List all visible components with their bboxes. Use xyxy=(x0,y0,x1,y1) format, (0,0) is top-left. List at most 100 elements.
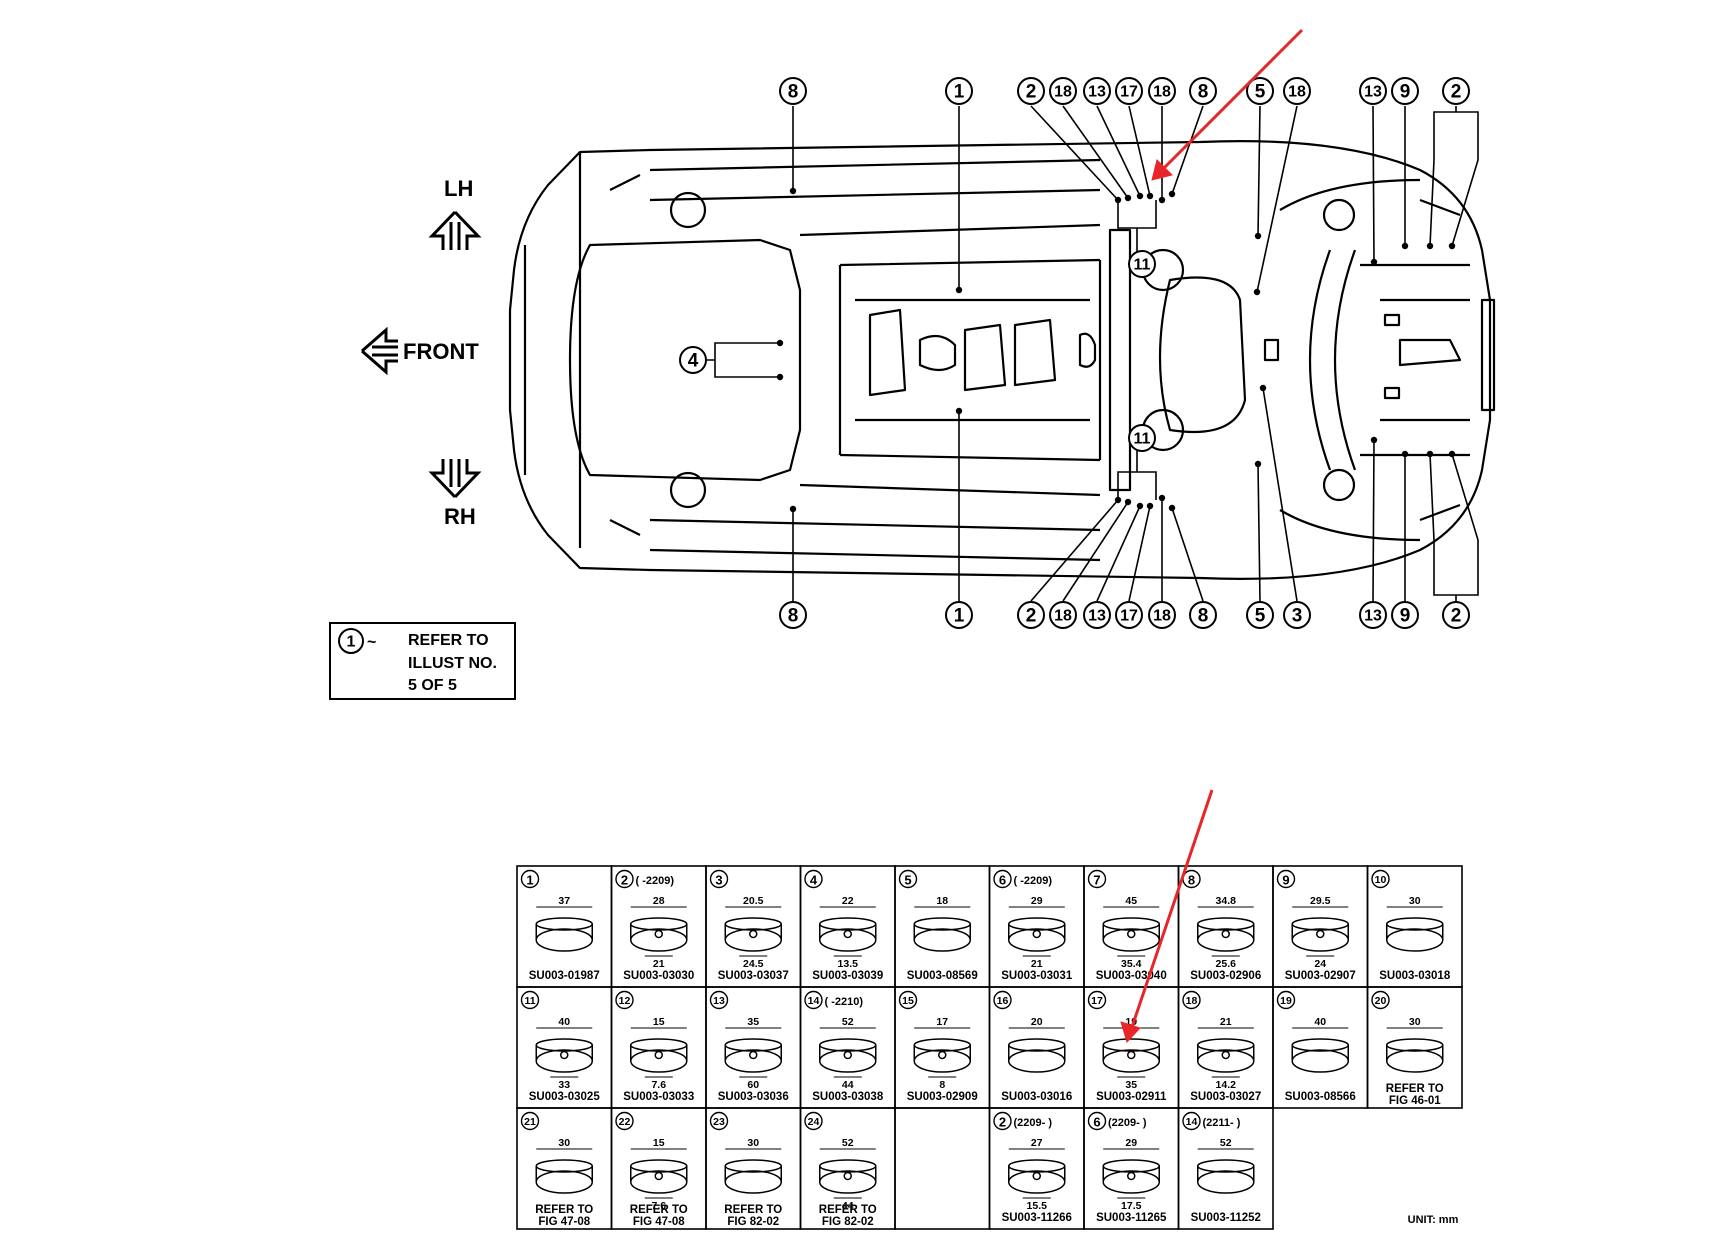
cell-number-circle xyxy=(1371,990,1390,1010)
top-callout: 18 xyxy=(1283,77,1311,105)
grommet-drawing xyxy=(1102,906,1160,952)
callout-circle xyxy=(1246,601,1274,629)
bottom-callout: 3 xyxy=(1283,601,1311,629)
cell-number-circle xyxy=(709,1111,729,1131)
cell-number: 19 xyxy=(1280,995,1292,1007)
orientation-indicators xyxy=(361,210,482,499)
top-red-arrow-icon xyxy=(1151,28,1304,181)
red-annotation-arrows xyxy=(1120,28,1304,1043)
dimension-label: 35 xyxy=(747,1016,759,1028)
bottom-callout-number: 8 xyxy=(1198,606,1209,627)
part-number: REFER TO xyxy=(535,1204,593,1216)
callout-circle xyxy=(1442,77,1470,105)
top-callout: 18 xyxy=(1049,77,1077,105)
cell-number: 4 xyxy=(810,873,818,888)
cell-number-circle xyxy=(520,990,540,1010)
part-number: FIG 47-08 xyxy=(633,1216,685,1228)
callout-circle xyxy=(1083,601,1111,629)
cell-number-circle xyxy=(1182,1111,1201,1131)
dimension-label: 15.5 xyxy=(1027,1200,1048,1212)
callout-leaders xyxy=(707,105,1479,602)
part-number: SU003-03039 xyxy=(812,970,883,982)
bottom-callout-number: 9 xyxy=(1400,606,1411,627)
cell-number: 23 xyxy=(713,1116,725,1128)
part-number: FIG 82-02 xyxy=(727,1216,779,1228)
cell-number-circle xyxy=(898,990,918,1010)
dimension-label: 37 xyxy=(558,895,570,907)
part-number: REFER TO xyxy=(1386,1083,1444,1095)
bottom-callout: 13 xyxy=(1359,601,1387,629)
grommet-drawing xyxy=(1008,1148,1066,1194)
cell-number-circle xyxy=(804,1111,823,1131)
callout-circle xyxy=(1115,77,1143,105)
top-callout-number: 18 xyxy=(1288,84,1306,101)
bottom-callout-number: 8 xyxy=(788,606,799,627)
cell-number-circle xyxy=(1276,990,1296,1010)
top-callout: 8 xyxy=(1189,77,1217,105)
bottom-callout: 9 xyxy=(1391,601,1419,629)
grommet-drawing xyxy=(1291,1027,1349,1073)
top-callout: 1 xyxy=(945,77,973,105)
dimension-label: 21 xyxy=(653,958,665,970)
callout-circle xyxy=(945,77,973,105)
cell-number-circle xyxy=(804,869,823,889)
cell-date-range: (2209- ) xyxy=(1108,1117,1147,1129)
callout-circle xyxy=(1359,77,1387,105)
callout-circle xyxy=(1283,601,1311,629)
cell-number: 11 xyxy=(524,995,535,1007)
bottom-callout-number: 18 xyxy=(1153,608,1171,625)
dimension-label: 33 xyxy=(558,1079,570,1091)
dimension-label: 27 xyxy=(1031,1137,1043,1149)
callout-11-top-label: 11 xyxy=(1134,257,1151,274)
lh-arrow-icon xyxy=(428,210,482,250)
dimension-label: 60 xyxy=(747,1079,759,1091)
part-number: SU003-03030 xyxy=(623,970,694,982)
callout-points xyxy=(776,187,1456,513)
dimension-label: 15 xyxy=(653,1137,665,1149)
dimension-label: 30 xyxy=(558,1137,570,1149)
dimension-label: 21 xyxy=(1220,1016,1232,1028)
table-cell-border xyxy=(894,1107,991,1230)
grommet-drawing xyxy=(819,1027,877,1073)
cell-number: 22 xyxy=(619,1116,631,1128)
dimension-label: 30 xyxy=(1409,1016,1421,1028)
grommet-drawing xyxy=(630,1148,688,1194)
grommet-drawing xyxy=(535,906,593,952)
top-callout: 2 xyxy=(1442,77,1470,105)
bottom-red-arrow-icon xyxy=(1120,789,1214,1043)
cell-number-circle xyxy=(993,1111,1012,1131)
bottom-callout-number: 2 xyxy=(1026,606,1037,627)
part-number: SU003-11252 xyxy=(1191,1212,1261,1224)
bottom-callout-number: 18 xyxy=(1054,608,1072,625)
bottom-callout-number: 2 xyxy=(1451,606,1462,627)
part-number: SU003-11266 xyxy=(1002,1212,1072,1224)
top-callout-number: 2 xyxy=(1026,82,1037,103)
bottom-callout: 13 xyxy=(1083,601,1111,629)
top-callout: 8 xyxy=(779,77,807,105)
bottom-callout-number: 13 xyxy=(1088,608,1106,625)
callout-11-bottom: 11 xyxy=(1128,424,1156,452)
vehicle-underbody xyxy=(508,140,1496,580)
cell-number: 18 xyxy=(1186,995,1198,1007)
part-number: SU003-11265 xyxy=(1096,1212,1167,1224)
dimension-label: 13.5 xyxy=(838,958,859,970)
cell-number: 5 xyxy=(904,873,911,888)
dimension-label: 21 xyxy=(1031,958,1043,970)
bottom-callout: 5 xyxy=(1246,601,1274,629)
rh-label: RH xyxy=(444,504,476,529)
part-number: SU003-03036 xyxy=(718,1091,789,1103)
bottom-callout: 17 xyxy=(1115,601,1143,629)
bottom-callout: 18 xyxy=(1049,601,1077,629)
